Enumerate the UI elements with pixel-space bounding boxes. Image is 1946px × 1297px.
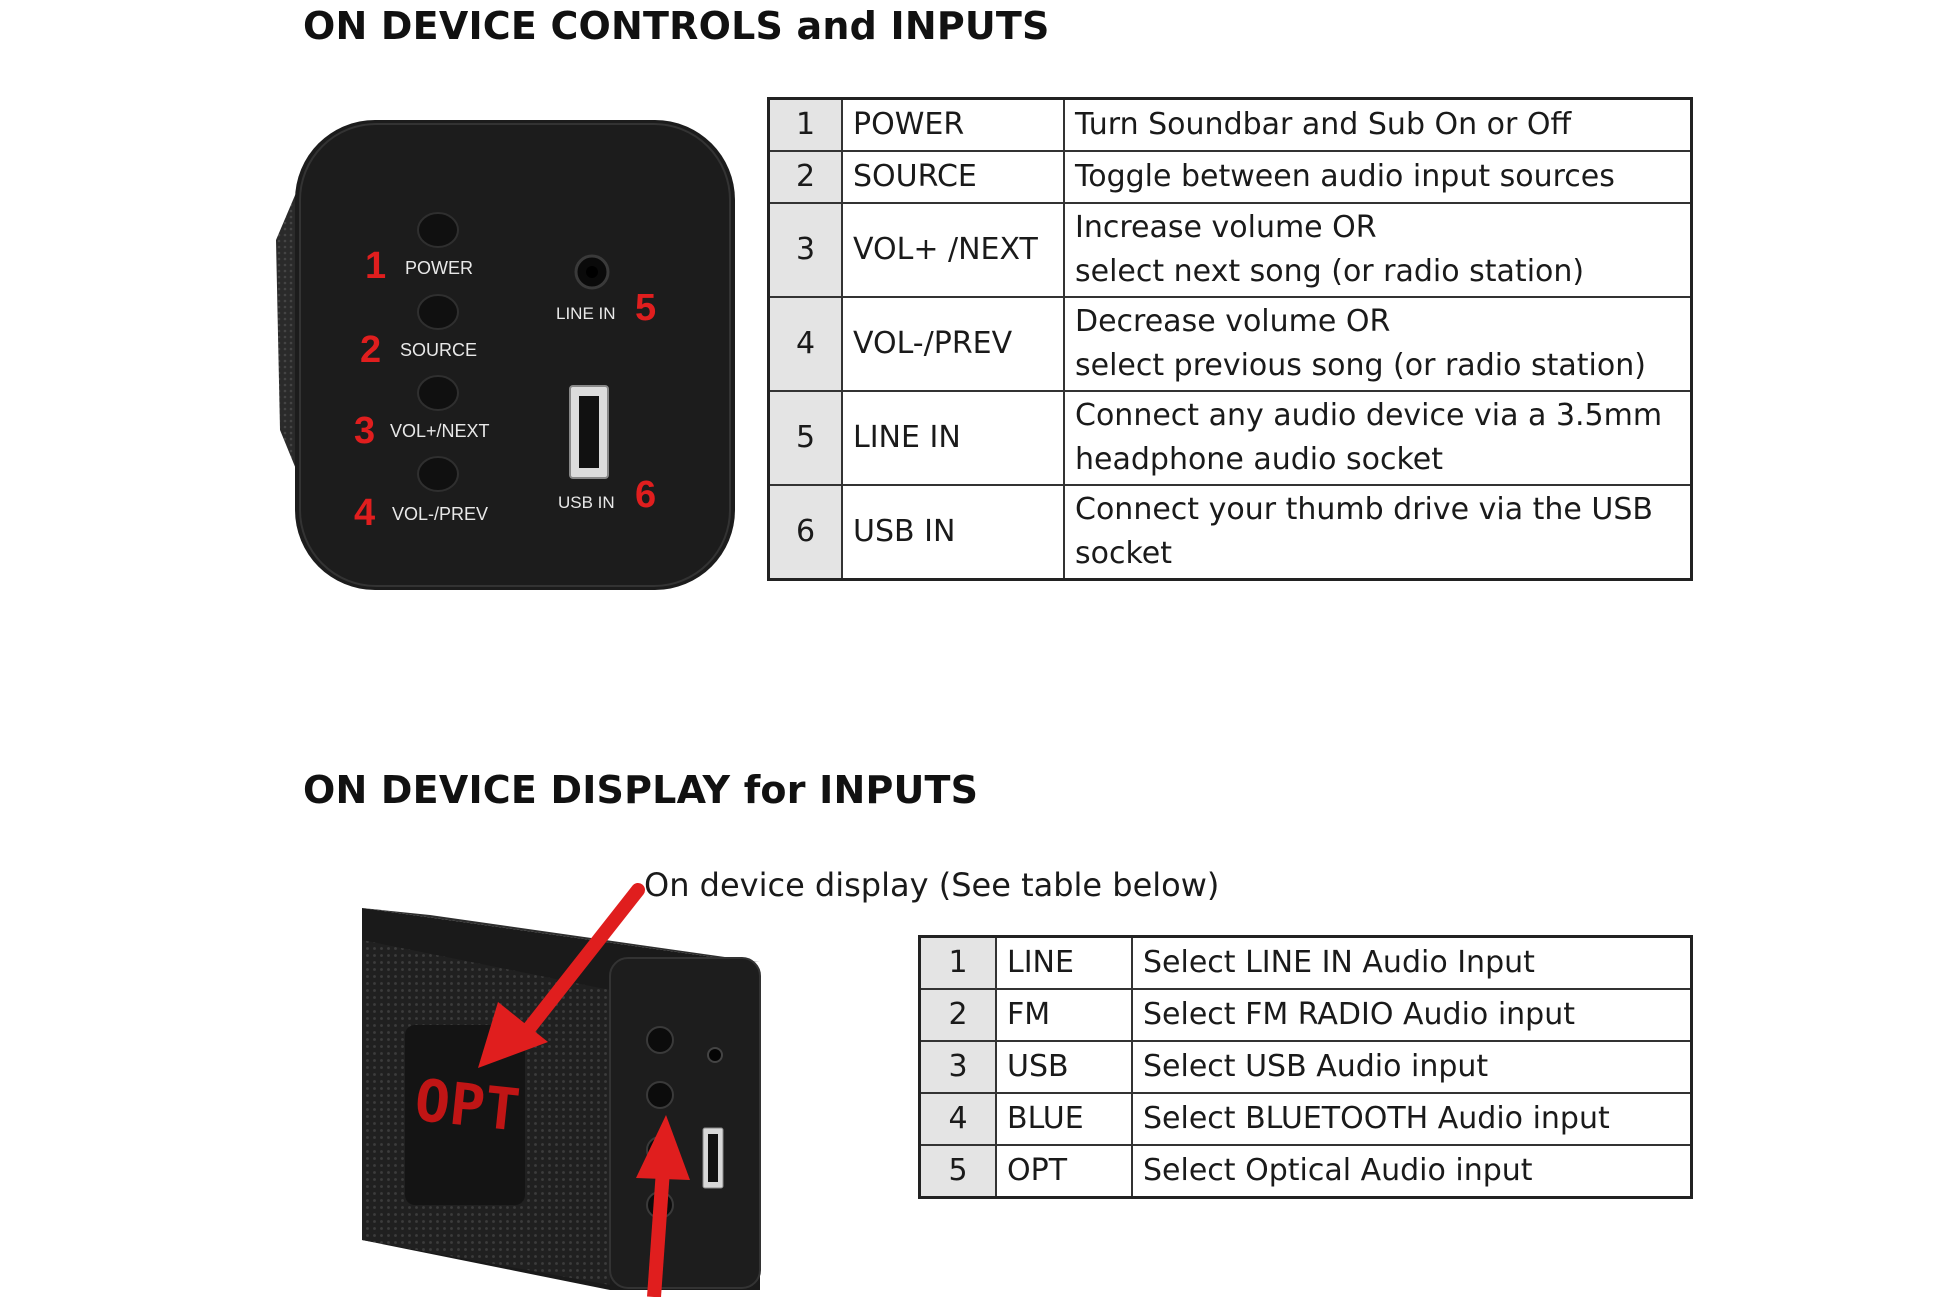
description-line: socket: [1075, 536, 1173, 571]
device-panel-body: [295, 120, 735, 590]
callout-1: 1: [365, 245, 386, 287]
section-title-display: ON DEVICE DISPLAY for INPUTS: [303, 768, 979, 812]
row-number: 3: [918, 1040, 997, 1094]
side-power-button[interactable]: [646, 1026, 674, 1054]
vol-prev-button[interactable]: [417, 456, 459, 492]
table-row: 4 BLUE Select BLUETOOTH Audio input: [918, 1092, 1693, 1146]
source-label: SOURCE: [400, 340, 477, 360]
display-description: Select BLUETOOTH Audio input: [1131, 1092, 1693, 1146]
table-row: 4 VOL-/PREV Decrease volume OR select pr…: [767, 296, 1693, 392]
description-line: Turn Soundbar and Sub On or Off: [1075, 107, 1572, 142]
callout-6: 6: [635, 474, 656, 516]
row-number: 6: [767, 484, 843, 581]
arrow-head-source: [636, 1115, 690, 1180]
table-row: 5 OPT Select Optical Audio input: [918, 1144, 1693, 1199]
vol-prev-label: VOL-/PREV: [392, 504, 488, 524]
table-row: 2 FM Select FM RADIO Audio input: [918, 988, 1693, 1042]
power-label: POWER: [405, 258, 473, 278]
section-title-controls: ON DEVICE CONTROLS and INPUTS: [303, 4, 1050, 48]
control-description: Turn Soundbar and Sub On or Off: [1063, 97, 1693, 152]
table-row: 1 POWER Turn Soundbar and Sub On or Off: [767, 97, 1693, 152]
table-row: 1 LINE Select LINE IN Audio Input: [918, 935, 1693, 990]
control-name: USB IN: [841, 484, 1065, 581]
arrow-to-display: [513, 883, 645, 1047]
control-name: VOL+ /NEXT: [841, 202, 1065, 298]
description-line: Increase volume OR: [1075, 210, 1377, 245]
row-number: 4: [767, 296, 843, 392]
display-code: OPT: [995, 1144, 1133, 1199]
row-number: 4: [918, 1092, 997, 1146]
control-description: Connect any audio device via a 3.5mm hea…: [1063, 390, 1693, 486]
arrow-to-source: [647, 1169, 670, 1297]
led-display: OPT: [412, 1066, 523, 1145]
vol-next-label: VOL+/NEXT: [390, 421, 490, 441]
row-number: 2: [767, 150, 843, 204]
vol-next-button[interactable]: [417, 375, 459, 411]
row-number: 5: [918, 1144, 997, 1199]
device-panel-image: POWER SOURCE VOL+/NEXT VOL-/PREV 1 2 3 4…: [276, 120, 735, 590]
arrow-head-display: [478, 1002, 548, 1068]
display-description: Select LINE IN Audio Input: [1131, 935, 1693, 990]
controls-table: 1 POWER Turn Soundbar and Sub On or Off …: [767, 97, 1693, 581]
table-row: 3 USB Select USB Audio input: [918, 1040, 1693, 1094]
description-line: Decrease volume OR: [1075, 304, 1391, 339]
callout-3: 3: [354, 410, 375, 452]
display-description: Select USB Audio input: [1131, 1040, 1693, 1094]
row-number: 5: [767, 390, 843, 486]
row-number: 1: [918, 935, 997, 990]
display-description: Select FM RADIO Audio input: [1131, 988, 1693, 1042]
table-row: 2 SOURCE Toggle between audio input sour…: [767, 150, 1693, 204]
control-description: Decrease volume OR select previous song …: [1063, 296, 1693, 392]
display-code: LINE: [995, 935, 1133, 990]
table-row: 6 USB IN Connect your thumb drive via th…: [767, 484, 1693, 581]
row-number: 3: [767, 202, 843, 298]
description-line: Connect your thumb drive via the USB: [1075, 492, 1653, 527]
table-row: 5 LINE IN Connect any audio device via a…: [767, 390, 1693, 486]
display-code: FM: [995, 988, 1133, 1042]
callout-4: 4: [354, 492, 375, 534]
side-source-button[interactable]: [646, 1081, 674, 1109]
control-description: Increase volume OR select next song (or …: [1063, 202, 1693, 298]
display-code: BLUE: [995, 1092, 1133, 1146]
side-line-in-jack[interactable]: [707, 1047, 723, 1063]
line-in-label: LINE IN: [556, 304, 616, 323]
description-line: select previous song (or radio station): [1075, 348, 1646, 383]
callout-5: 5: [635, 287, 656, 329]
side-control-panel: [609, 957, 761, 1289]
description-line: select next song (or radio station): [1075, 254, 1585, 289]
source-button[interactable]: [417, 294, 459, 330]
row-number: 1: [767, 97, 843, 152]
display-code: USB: [995, 1040, 1133, 1094]
power-button[interactable]: [417, 212, 459, 248]
control-name: VOL-/PREV: [841, 296, 1065, 392]
description-line: headphone audio socket: [1075, 442, 1443, 477]
row-number: 2: [918, 988, 997, 1042]
description-line: Connect any audio device via a 3.5mm: [1075, 398, 1663, 433]
control-name: SOURCE: [841, 150, 1065, 204]
control-description: Connect your thumb drive via the USB soc…: [1063, 484, 1693, 581]
control-name: POWER: [841, 97, 1065, 152]
description-line: Toggle between audio input sources: [1075, 159, 1615, 194]
table-row: 3 VOL+ /NEXT Increase volume OR select n…: [767, 202, 1693, 298]
control-description: Toggle between audio input sources: [1063, 150, 1693, 204]
callout-2: 2: [360, 329, 381, 371]
display-description: Select Optical Audio input: [1131, 1144, 1693, 1199]
control-name: LINE IN: [841, 390, 1065, 486]
display-callout-text: On device display (See table below): [644, 866, 1220, 904]
usb-in-label: USB IN: [558, 493, 615, 512]
display-table: 1 LINE Select LINE IN Audio Input 2 FM S…: [918, 935, 1693, 1199]
